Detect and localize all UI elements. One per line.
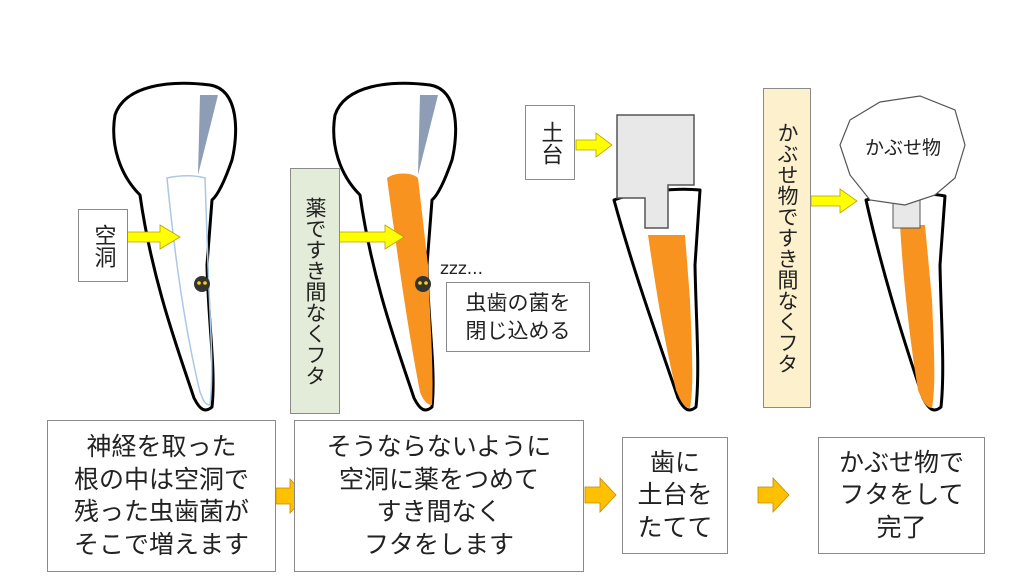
bacteria-icon xyxy=(194,276,210,292)
bacteria-icon xyxy=(415,276,431,292)
instrument-icon xyxy=(198,95,218,175)
label-core: 土台 xyxy=(525,105,575,180)
arrow-yellow-icon xyxy=(337,224,405,250)
step-4-text: かぶせ物で フタをして 完了 xyxy=(818,437,985,554)
arrow-orange-icon xyxy=(757,476,790,514)
crown-cap xyxy=(839,95,966,206)
label-crown: かぶせ物 xyxy=(864,137,941,159)
arrow-yellow-icon xyxy=(575,132,613,158)
medicine-filling xyxy=(387,173,433,405)
step-1-text: 神経を取った 根の中は空洞で 残った虫歯菌が そこで増えます xyxy=(47,420,276,572)
label-sealed-bacteria: 虫歯の菌を 閉じ込める xyxy=(446,282,590,352)
label-zzz: zzz... xyxy=(440,259,483,279)
instrument-icon xyxy=(418,95,438,175)
tooth-4-crowned xyxy=(839,95,966,412)
arrow-yellow-icon xyxy=(810,188,858,214)
core-post xyxy=(616,114,695,229)
label-cavity: 空洞 xyxy=(78,209,128,282)
medicine-filling xyxy=(900,225,935,408)
arrow-yellow-icon xyxy=(125,224,181,250)
step-2-text: そうならないように 空洞に薬をつめて すき間なく フタをします xyxy=(294,420,584,572)
arrow-orange-icon xyxy=(584,476,617,514)
label-crown-seal: かぶせ物ですき間なくフタ xyxy=(763,88,811,408)
step-3-text: 歯に 土台を たてて xyxy=(622,437,728,554)
tooth-1-hollow xyxy=(112,81,238,412)
medicine-filling xyxy=(648,235,693,408)
tooth-2-filled xyxy=(332,81,458,412)
tooth-3-core xyxy=(612,114,702,412)
label-medicine-seal: 薬ですき間なくフタ xyxy=(290,168,340,414)
empty-canal-outline xyxy=(166,175,213,406)
